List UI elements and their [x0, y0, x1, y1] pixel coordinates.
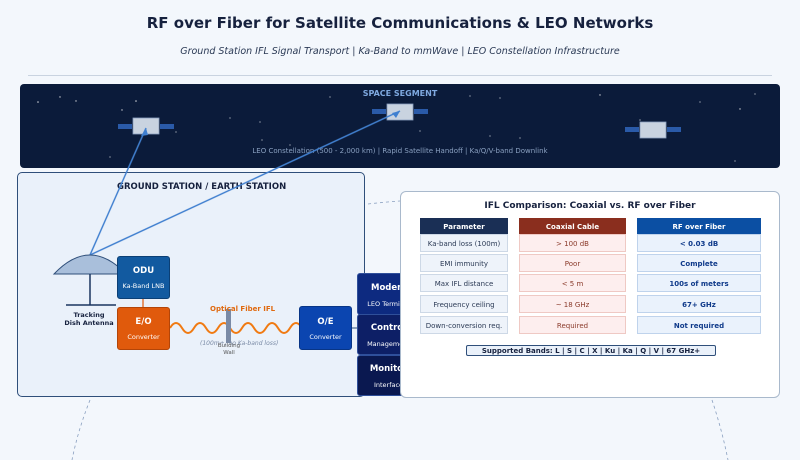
- fiber-note: (100m+, no Ka-band loss): [200, 340, 279, 347]
- table-cell: ~ 18 GHz: [519, 295, 626, 313]
- stars: [37, 93, 756, 162]
- table-cell: < 5 m: [519, 274, 626, 292]
- space-segment-label: SPACE SEGMENT: [362, 89, 438, 98]
- table-cell: EMI immunity: [420, 254, 508, 272]
- header-coaxial: Coaxial Cable: [519, 218, 626, 236]
- building-wall-icon: [226, 309, 231, 343]
- table-cell: Poor: [519, 254, 626, 272]
- page-subtitle: Ground Station IFL Signal Transport | Ka…: [180, 46, 620, 57]
- fiber-label: Optical Fiber IFL: [210, 305, 276, 313]
- header-rof: RF over Fiber: [637, 218, 761, 236]
- title-divider: [28, 75, 772, 76]
- table-cell: 67+ GHz: [637, 295, 761, 313]
- table-cell: Down-conversion req.: [420, 316, 508, 334]
- space-segment-caption: LEO Constellation (500 - 2,000 km) | Rap…: [252, 147, 548, 155]
- antenna-label: Tracking Dish Antenna: [64, 311, 114, 327]
- wall-label: Building Wall: [217, 343, 241, 356]
- table-cell: Ka-band loss (100m): [420, 234, 508, 252]
- satellite-right: [625, 121, 681, 139]
- table-cell: < 0.03 dB: [637, 234, 761, 252]
- optical-fiber-icon: [169, 322, 303, 334]
- table-cell: Max IFL distance: [420, 274, 508, 292]
- header-parameter: Parameter: [420, 218, 508, 236]
- table-cell: > 100 dB: [519, 234, 626, 252]
- eo-converter-box: E/O Converter: [117, 307, 170, 350]
- satellite-center: [372, 103, 428, 121]
- odu-box: ODU Ka-Band LNB: [117, 256, 170, 299]
- comparison-title: IFL Comparison: Coaxial vs. RF over Fibe…: [484, 201, 696, 211]
- table-cell: Complete: [637, 254, 761, 272]
- table-cell: Not required: [637, 316, 761, 334]
- ground-station-panel: [17, 172, 365, 397]
- oe-converter-box: O/E Converter: [299, 306, 352, 350]
- supported-bands-badge: Supported Bands: L | S | C | X | Ku | Ka…: [466, 345, 716, 356]
- satellite-left: [118, 117, 174, 135]
- page-title: RF over Fiber for Satellite Communicatio…: [146, 14, 654, 32]
- table-cell: 100s of meters: [637, 274, 761, 292]
- uplink-beams: [89, 110, 401, 256]
- ground-station-label: GROUND STATION / EARTH STATION: [117, 182, 287, 192]
- table-cell: Frequency ceiling: [420, 295, 508, 313]
- table-cell: Required: [519, 316, 626, 334]
- dish-antenna-icon: [52, 254, 128, 306]
